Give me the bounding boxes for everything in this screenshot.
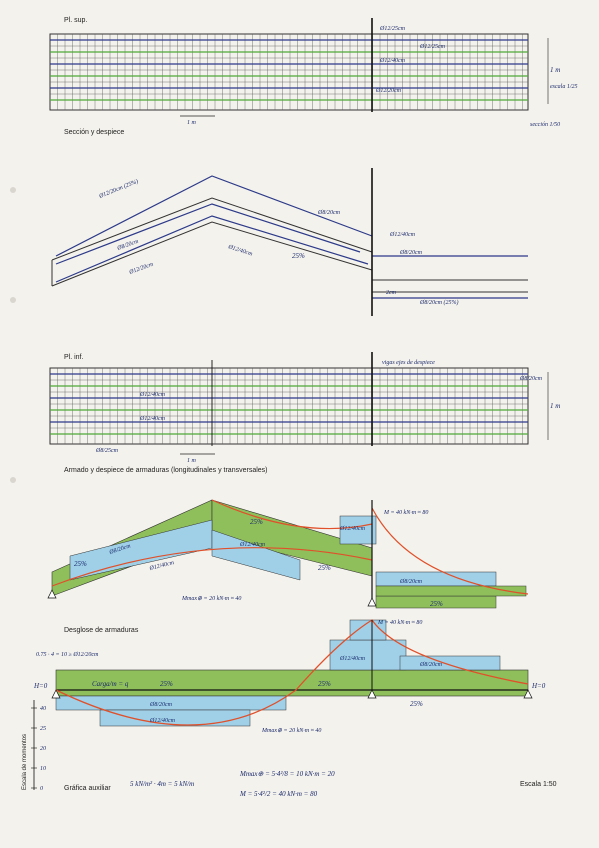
breakdown-note-left: 0.75 · 4 = 10 ≥ Ø12/20cm: [36, 651, 99, 658]
assembly-pct-2: 25%: [250, 518, 263, 526]
breakdown-rebar-2: Ø12/40cm: [149, 717, 176, 724]
section-rebar-slope-mid: Ø8/20cm: [116, 238, 140, 252]
breakdown-pct-mid: 25%: [318, 680, 331, 688]
section-view: Ø12/20cm (25%) Ø8/20cm Ø12/20cm Ø12/40cm…: [51, 168, 528, 316]
assembly-pct-1: 25%: [74, 560, 87, 568]
assembly-view: 25% 25% 25% 25% Ø8/20cm Ø12/40cm Ø12/40c…: [47, 499, 529, 609]
bottom-plan-scale-bar: 1 m: [187, 458, 197, 464]
section-cover: 2cm: [386, 290, 397, 296]
auxiliary-title: Gráfica auxiliar: [64, 785, 111, 792]
assembly-rebar-5: Ø12/40cm: [239, 541, 266, 548]
section-rebar-right-low: Ø8/20cm: [399, 250, 423, 256]
axis-tick-label: 40: [40, 705, 46, 712]
title-section: Sección y despiece: [64, 129, 124, 136]
section-rebar-right-top: Ø8/20cm: [317, 210, 341, 216]
moment-scale-label: Escala de momentos: [22, 734, 28, 790]
bottom-plan-width: 1 m: [550, 402, 560, 410]
top-plan-scale-note: escala 1/25: [550, 84, 578, 90]
breakdown-pct-right: 25%: [410, 700, 423, 708]
bottom-plan-rebar-3: Ø8/20cm: [519, 376, 543, 382]
assembly-pct-3: 25%: [318, 564, 331, 572]
breakdown-rebar-3: Ø12/40cm: [339, 655, 366, 662]
section-rebar-slope-top: Ø12/20cm (25%): [97, 178, 139, 200]
top-plan-rebar-mid: Ø12/40cm: [379, 57, 406, 64]
moment-scale: 40 25 20 10 0 Escala de momentos: [22, 700, 46, 792]
auxiliary-formula-2: Mmax⊕ = 5·4²/8 = 10 kN·m = 20: [239, 770, 335, 778]
top-plan-rebar-right: Ø12/25cm: [419, 44, 446, 50]
bottom-plan-rebar-1: Ø12/40cm: [139, 391, 166, 398]
assembly-pct-4: 25%: [430, 600, 443, 608]
breakdown-view: H=0 H=0 Carga/m = q 25% 25% 25% Ø8/20cm …: [33, 619, 546, 734]
breakdown-moment-neg: M = 40 kN·m ≈ 80: [377, 619, 422, 626]
title-top-plan: Pl. sup.: [64, 17, 87, 24]
axis-tick-label: 20: [40, 746, 46, 752]
breakdown-h-left: H=0: [33, 682, 48, 690]
section-rebar-slope-low: Ø12/20cm: [128, 261, 155, 276]
auxiliary-formula-3: M = 5·4²/2 = 40 kN·m = 80: [239, 790, 318, 798]
breakdown-h-right: H=0: [531, 682, 546, 690]
section-slope: 25%: [292, 252, 305, 260]
binder-holes: [10, 187, 16, 483]
drawing-scale: Escala 1:50: [520, 781, 557, 788]
top-plan-rebar-main: Ø12/25cm: [379, 26, 406, 32]
top-plan-scale-bar: 1 m: [187, 120, 197, 126]
bottom-plan-rebar-2: Ø12/40cm: [139, 415, 166, 422]
breakdown-rebar-4: Ø8/20cm: [419, 662, 443, 668]
assembly-rebar-3: Ø12/40cm: [339, 525, 366, 532]
assembly-moment-neg: M = 40 kN·m ≈ 80: [383, 509, 428, 516]
auxiliary-graph: Gráfica auxiliar 5 kN/m² · 4m = 5 kN/m M…: [64, 770, 557, 798]
axis-tick-label: 25: [40, 726, 46, 732]
section-rebar-slope-base: Ø12/40cm: [226, 243, 254, 258]
assembly-rebar-4: Ø8/20cm: [399, 579, 423, 585]
title-breakdown: Desglose de armaduras: [64, 627, 139, 634]
auxiliary-formula-1: 5 kN/m² · 4m = 5 kN/m: [130, 780, 194, 788]
assembly-moment-pos: Mmax⊕ = 20 kN·m ≈ 40: [181, 595, 241, 602]
top-plan-view: Ø12/25cm Ø12/25cm Ø12/40cm Ø12/20cm 1 m …: [49, 18, 578, 128]
bottom-plan-note: vigas ejes de despiece: [382, 360, 435, 366]
section-rebar-right-mid: Ø12/40cm: [389, 231, 416, 238]
top-plan-width: 1 m: [550, 66, 560, 74]
top-plan-section-note: sección 1/50: [530, 122, 560, 128]
section-rebar-right-base: Ø8/20cm (25%): [419, 299, 459, 306]
title-bottom-plan: Pl. inf.: [64, 354, 84, 361]
bottom-plan-rebar-base: Ø8/25cm: [95, 448, 119, 454]
breakdown-load: Carga/m = q: [92, 680, 129, 688]
top-plan-rebar-bottom: Ø12/20cm: [375, 88, 402, 94]
breakdown-rebar-1: Ø8/20cm: [149, 702, 173, 708]
breakdown-pct-left: 25%: [160, 680, 173, 688]
title-assembly: Armado y despiece de armaduras (longitud…: [64, 467, 268, 474]
axis-tick-label: 0: [40, 786, 43, 792]
breakdown-moment-pos: Mmax⊕ = 20 kN·m ≈ 40: [261, 727, 321, 734]
axis-tick-label: 10: [40, 766, 46, 772]
bottom-plan-view: vigas ejes de despiece Ø12/40cm Ø12/40cm…: [49, 352, 560, 464]
